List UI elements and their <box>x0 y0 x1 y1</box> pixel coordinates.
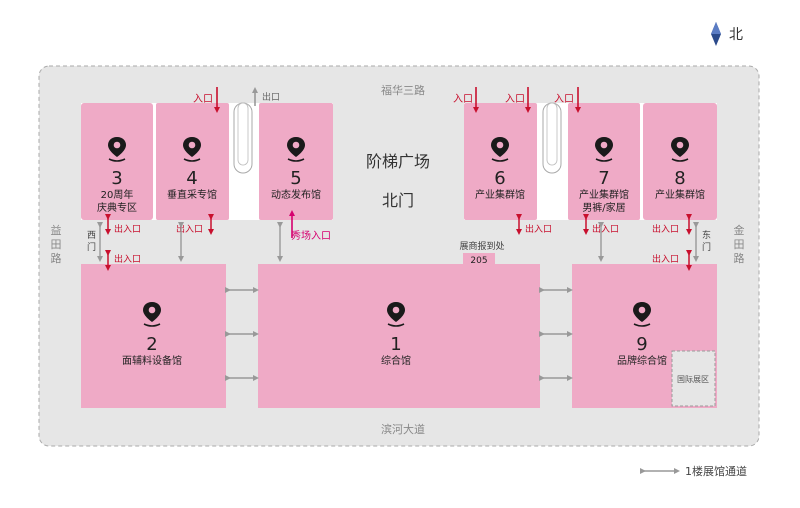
intl-zone[interactable] <box>671 350 716 407</box>
entry-label: 入口 <box>505 94 525 105</box>
hall-7-name-line2: 男裤/家居 <box>582 201 625 214</box>
hall-5-number: 5 <box>290 168 301 189</box>
entry-label: 入口 <box>554 94 574 105</box>
road-east-1: 金 <box>734 223 745 237</box>
in-out-label: 出入口 <box>592 223 619 235</box>
in-out-label: 出入口 <box>114 223 141 235</box>
in-out-marker: 出入口 <box>105 250 141 271</box>
ramp-west-inner <box>237 102 249 166</box>
hall-3-name-line1: 20周年 <box>101 188 134 201</box>
compass-north-label: 北 <box>729 27 743 43</box>
hall-2[interactable] <box>81 264 226 408</box>
hall-7-number: 7 <box>598 168 609 189</box>
road-west-2: 田 <box>51 238 62 251</box>
hall-1-number: 1 <box>390 334 401 355</box>
road-north: 福华三路 <box>381 83 425 97</box>
in-out-label: 出入口 <box>652 253 679 265</box>
hall-2-number: 2 <box>146 334 157 355</box>
in-out-marker: 出入口 <box>652 250 692 271</box>
compass-icon <box>711 22 721 46</box>
hall-6-name: 产业集群馆 <box>475 188 525 201</box>
east-gate-label-1: 东 <box>702 229 711 241</box>
hall-1-name: 综合馆 <box>381 354 411 367</box>
road-west-1: 益 <box>51 223 62 237</box>
hall-3-name-line2: 庆典专区 <box>97 201 137 214</box>
in-out-label: 出入口 <box>652 223 679 235</box>
intl-zone-label: 国际展区 <box>677 375 709 384</box>
hall-7-name-line1: 产业集群馆 <box>579 188 629 201</box>
corridor-east <box>540 264 572 408</box>
road-west-3: 路 <box>51 252 62 265</box>
plaza-title: 阶梯广场 <box>366 152 430 171</box>
in-out-marker: 出入口 <box>652 214 692 235</box>
stair-plaza <box>333 103 464 220</box>
hall-9-number: 9 <box>636 334 647 355</box>
show-entry-label: 秀场入口 <box>291 229 331 242</box>
hall-1[interactable] <box>258 264 540 408</box>
hall-8-number: 8 <box>674 168 685 189</box>
road-east-2: 田 <box>734 238 745 251</box>
road-south: 滨河大道 <box>381 422 425 436</box>
entry-label: 入口 <box>453 94 473 105</box>
registration-label: 展商报到处 <box>459 240 504 252</box>
entry-label: 入口 <box>193 94 213 105</box>
ramp-east-inner <box>546 102 558 166</box>
in-out-label: 出入口 <box>176 223 203 235</box>
hall-8-name: 产业集群馆 <box>655 188 705 201</box>
registration-number: 205 <box>470 256 487 266</box>
corridor-west <box>226 264 258 408</box>
in-out-marker: 出入口 <box>105 214 141 235</box>
west-gate-label-2: 门 <box>87 241 96 253</box>
legend-label: 1楼展馆通道 <box>685 464 747 478</box>
road-east-3: 路 <box>734 252 745 265</box>
exit-label: 出口 <box>262 91 280 103</box>
in-out-label: 出入口 <box>525 223 552 235</box>
hall-3-number: 3 <box>111 168 122 189</box>
hall-4-name: 垂直采专馆 <box>167 188 217 201</box>
west-gate-label-1: 西 <box>87 230 96 241</box>
hall-6-number: 6 <box>494 168 505 189</box>
hall-2-name: 面辅料设备馆 <box>122 354 182 367</box>
in-out-marker: 出入口 <box>516 214 552 235</box>
registration-desk[interactable] <box>463 253 495 266</box>
hall-9-name: 品牌综合馆 <box>617 354 667 367</box>
east-gate-label-2: 门 <box>702 241 711 253</box>
main-corridor <box>81 220 717 264</box>
hall-5-name: 动态发布馆 <box>271 188 321 201</box>
in-out-label: 出入口 <box>114 253 141 265</box>
north-gate-label: 北门 <box>382 191 414 210</box>
hall-4-number: 4 <box>186 168 197 189</box>
